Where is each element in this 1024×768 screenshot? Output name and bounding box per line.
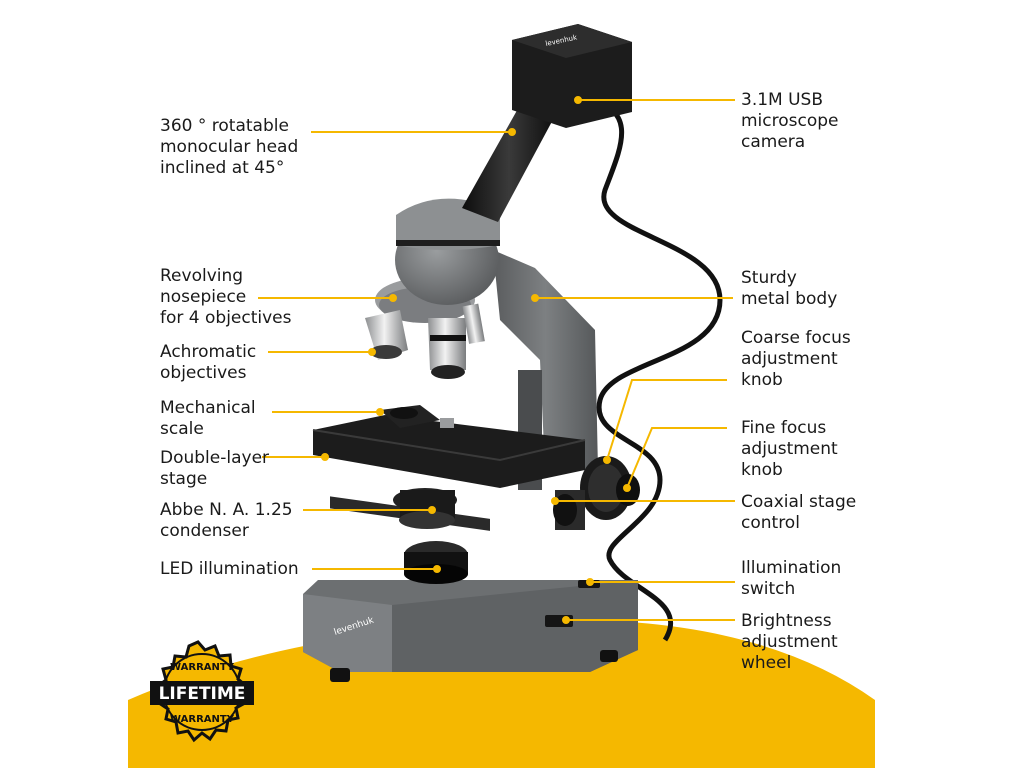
badge-top-text: WARRANTY	[170, 662, 235, 673]
usb-camera: levenhuk	[512, 24, 632, 128]
label-mechanical-scale: Mechanical scale	[160, 398, 256, 439]
led-illumination	[404, 541, 468, 584]
callout-line-coarse	[606, 379, 727, 461]
label-abbe-condenser: Abbe N. A. 1.25 condenser	[160, 500, 293, 541]
badge-bottom-text: WARRANTY	[170, 714, 235, 725]
label-metal-body: Sturdy metal body	[741, 268, 838, 309]
label-usb-camera: 3.1M USB microscope camera	[741, 90, 839, 152]
callout-lines	[258, 96, 735, 624]
label-illumination-switch: Illumination switch	[741, 558, 842, 599]
microscope-arm	[493, 250, 598, 470]
microscope-condenser	[393, 488, 457, 529]
label-double-layer-stage: Double-layer stage	[160, 448, 270, 489]
achromatic-objectives	[365, 303, 485, 379]
label-monocular-head: 360 ° rotatable monocular head inclined …	[160, 116, 299, 178]
label-brightness-wheel: Brightness adjustment wheel	[741, 611, 838, 673]
lifetime-warranty-badge: LIFETIME WARRANTY WARRANTY	[150, 640, 254, 743]
label-revolving-nosepiece: Revolving nosepiece for 4 objectives	[160, 266, 292, 328]
label-coarse-focus: Coarse focus adjustment knob	[741, 328, 851, 390]
badge-middle-text: LIFETIME	[159, 684, 246, 704]
label-achromatic-objectives: Achromatic objectives	[160, 342, 257, 383]
callout-line-fine	[626, 427, 727, 489]
eyepiece-tube	[462, 98, 556, 222]
label-fine-focus: Fine focus adjustment knob	[741, 418, 838, 480]
label-coaxial-stage: Coaxial stage control	[741, 492, 857, 533]
usb-cable	[587, 97, 723, 642]
label-led-illumination: LED illumination	[160, 559, 299, 579]
